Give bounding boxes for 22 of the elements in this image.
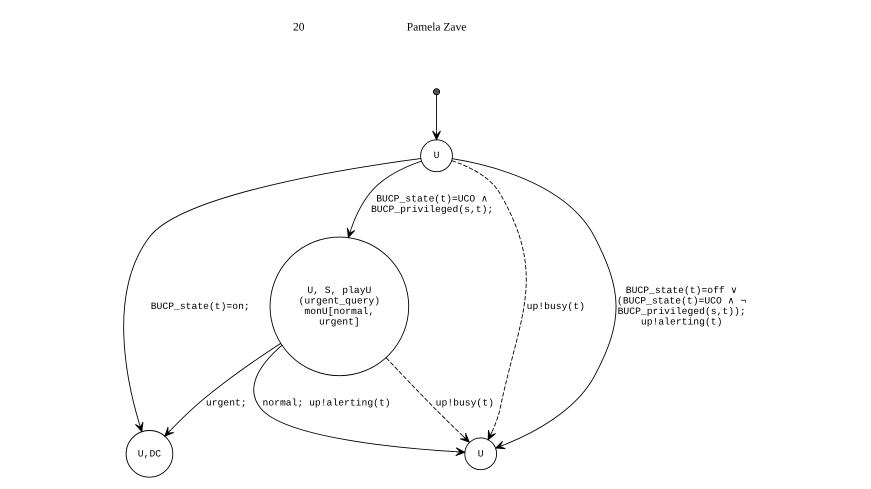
arrow: [451, 160, 527, 440]
edge-label: normal; up!alerting(t): [262, 398, 391, 409]
arrow: [164, 343, 281, 437]
label: Pamela Zave: [406, 22, 466, 34]
edge-label: up!busy(t): [526, 300, 585, 312]
node-circle: U, S, playU (urgent_query) monU[normal, urgent]: [270, 236, 410, 376]
arrow: [346, 160, 422, 238]
node-circle: U,DC: [126, 430, 174, 478]
node-circle: U: [420, 139, 453, 172]
arrow: [386, 357, 470, 443]
edge-label: BUCP_state(t)=on;: [150, 300, 250, 312]
arrow: [432, 94, 441, 140]
arrow: [123, 158, 421, 432]
edge-label: BUCP_state(t)=off ∨ (BUCP_state(t)=UCO ∧ ¬ BUCP_privileged(s,t)); up!alerting(t): [617, 284, 746, 328]
arrow: [452, 158, 617, 450]
edge-label: up!busy(t): [436, 398, 494, 409]
label: 20: [293, 22, 304, 34]
arrow: [253, 344, 466, 456]
node-circle: U: [464, 438, 498, 470]
edge-label: BUCP_state(t)=UCO ∧ BUCP_privileged(s,t);: [370, 194, 494, 216]
edge-label: urgent;: [206, 398, 247, 409]
node-circle: [433, 88, 440, 96]
